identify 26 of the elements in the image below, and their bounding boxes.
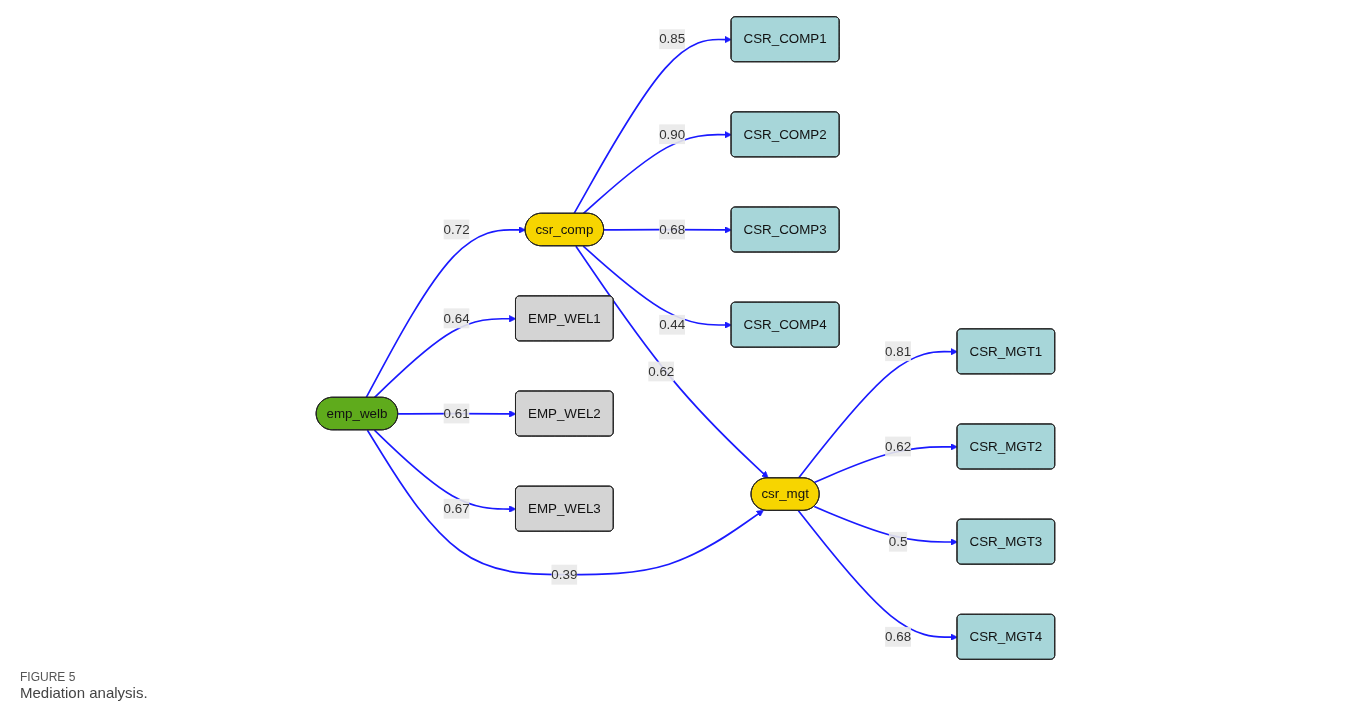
arrow: [581, 245, 732, 329]
arrow: [366, 429, 764, 576]
edge-label: 0.68: [658, 221, 685, 237]
caption: Mediation analysis.: [20, 684, 149, 701]
arrow: [373, 315, 516, 399]
edge-label: 0.62: [884, 438, 911, 454]
edge-label: 0.62: [647, 363, 674, 379]
arrow: [373, 429, 516, 513]
edge-label: 0.44: [658, 317, 685, 332]
edge-label: 0.85: [658, 31, 685, 46]
edge-label: 0.72: [443, 221, 470, 237]
edge-label: 0.64: [443, 310, 470, 326]
edge-label: 0.39: [550, 567, 577, 582]
arrow: [572, 35, 732, 215]
edge-label: 0.81: [884, 343, 911, 359]
arrow: [581, 131, 732, 215]
figure-number: FIGURE 5: [20, 670, 77, 684]
arrow: [812, 505, 958, 546]
edge-label: 0.68: [884, 629, 911, 644]
edge-label: 0.90: [658, 126, 685, 142]
edge-label: 0.61: [443, 406, 470, 421]
edge-label: 0.67: [443, 501, 470, 516]
arrow: [364, 226, 526, 399]
arrow: [574, 245, 769, 479]
arrow: [797, 509, 958, 641]
edge-label: 0.5: [888, 534, 907, 549]
